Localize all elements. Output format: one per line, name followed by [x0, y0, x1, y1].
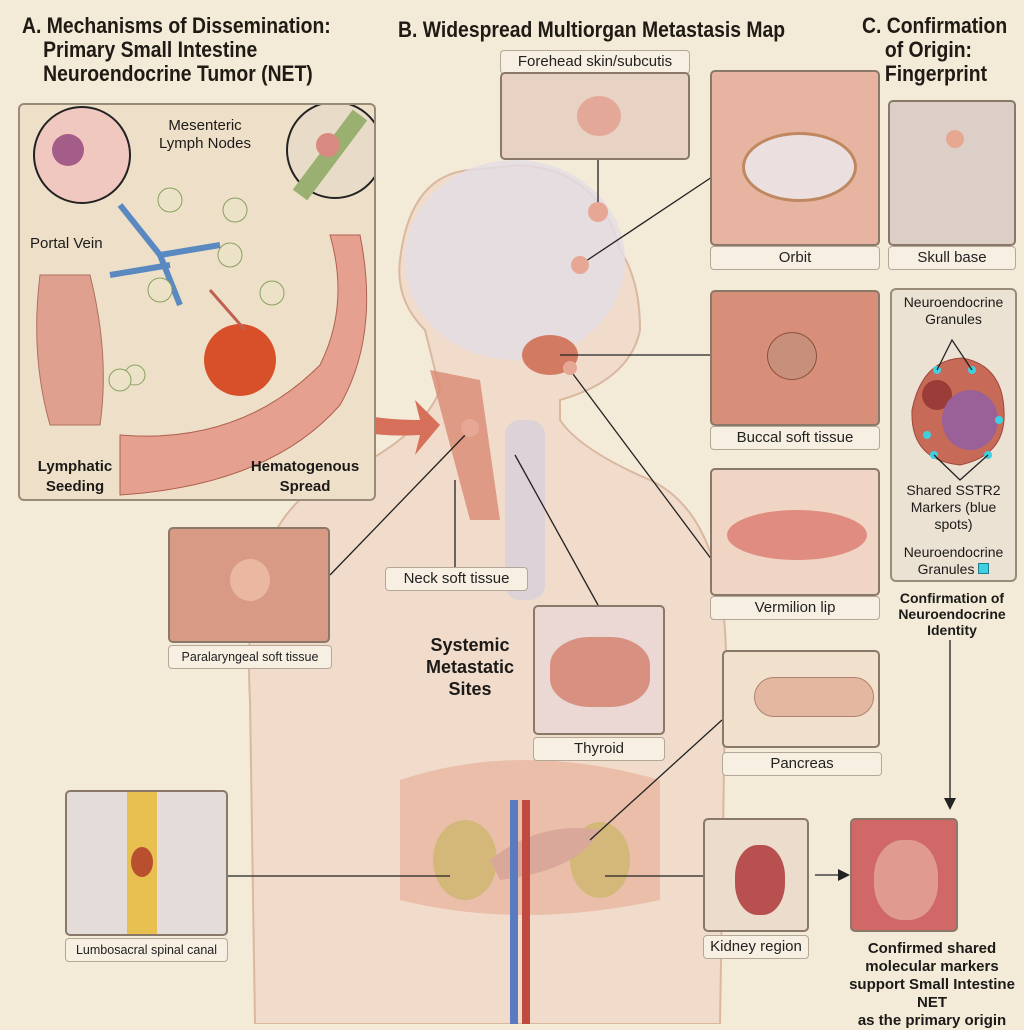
- label-line: support Small Intestine NET: [849, 976, 1015, 1011]
- buccal-label: Buccal soft tissue: [710, 426, 880, 450]
- label-line: Granules: [917, 561, 975, 577]
- label-line: Confirmed shared: [867, 940, 997, 957]
- intestine-illustration: [33, 105, 374, 496]
- buccal-image: [710, 290, 880, 426]
- paralaryngeal-label: Paralaryngeal soft tissue: [168, 645, 332, 669]
- panel-a-title: A. Mechanisms of Dissemination: Primary …: [22, 14, 331, 86]
- forehead-image: [500, 72, 690, 160]
- legend-row: Granules: [892, 561, 1015, 578]
- label-line: Markers (blue: [910, 499, 997, 515]
- title-line: C. Confirmation: [862, 13, 1008, 38]
- panel-c-title: C. Confirmation of Origin: Fingerprint: [862, 14, 1007, 86]
- label-line: Metastatic: [425, 657, 515, 677]
- title-line: of Origin:: [884, 37, 972, 62]
- lung-image: [850, 818, 958, 932]
- pancreas-image: [722, 650, 880, 748]
- skull-base-image: [888, 100, 1016, 246]
- label-line: Granules: [925, 311, 982, 327]
- vermilion-image: [710, 468, 880, 596]
- neck-muscle: [430, 370, 500, 520]
- primary-tumor: [204, 324, 276, 396]
- kidney-label: Kidney region: [703, 935, 809, 959]
- lumbosacral-image: [65, 790, 228, 936]
- label-line: as the primary origin: [857, 1012, 1007, 1029]
- label-line: Identity: [927, 622, 977, 638]
- label-line: Lymphatic: [37, 458, 113, 475]
- forehead-label: Forehead skin/subcutis: [500, 50, 690, 74]
- pancreas-label: Pancreas: [722, 752, 882, 776]
- title-line: Neuroendocrine Tumor (NET): [43, 61, 313, 86]
- label-line: Neuroendocrine: [903, 294, 1004, 310]
- skull-base-label: Skull base: [888, 246, 1016, 270]
- label-line: Confirmation of: [899, 590, 1005, 606]
- label-line: molecular markers: [865, 958, 999, 975]
- legend-swatch-icon: [978, 563, 990, 574]
- paralaryngeal-image: [168, 527, 330, 643]
- orbit-image: [710, 70, 880, 246]
- thyroid-label: Thyroid: [533, 737, 665, 761]
- label-line: spots): [934, 516, 973, 532]
- thyroid-image: [533, 605, 665, 735]
- orbit-label: Orbit: [710, 246, 880, 270]
- neck-label: Neck soft tissue: [385, 567, 528, 591]
- arrow-right-icon: [838, 869, 850, 881]
- title-line: Fingerprint: [884, 61, 988, 86]
- panel-b-title: B. Widespread Multiorgan Metastasis Map: [398, 17, 786, 42]
- vermilion-label: Vermilion lip: [710, 596, 880, 620]
- lumbosacral-label: Lumbosacral spinal canal: [65, 938, 228, 962]
- title-line: A. Mechanisms of Dissemination:: [22, 13, 331, 38]
- label-line: Shared SSTR2: [906, 482, 1001, 498]
- portal-vein-label: Portal Vein: [30, 235, 103, 252]
- label-line: Neuroendocrine: [898, 606, 1006, 622]
- label-line: Sites: [448, 679, 492, 699]
- nec-cell-illustration: [911, 338, 1005, 481]
- label-line: Spread: [279, 478, 331, 495]
- label-line: Neuroendocrine: [903, 544, 1004, 560]
- title-line: Primary Small Intestine: [43, 37, 258, 62]
- label-line: Lymph Nodes: [159, 135, 251, 152]
- arrow-down-icon: [944, 798, 956, 810]
- label-line: Hematogenous: [250, 458, 360, 475]
- label-line: Seeding: [45, 478, 105, 495]
- label-line: Systemic: [430, 635, 510, 655]
- label-line: Mesenteric: [168, 117, 242, 134]
- kidney-image: [703, 818, 809, 932]
